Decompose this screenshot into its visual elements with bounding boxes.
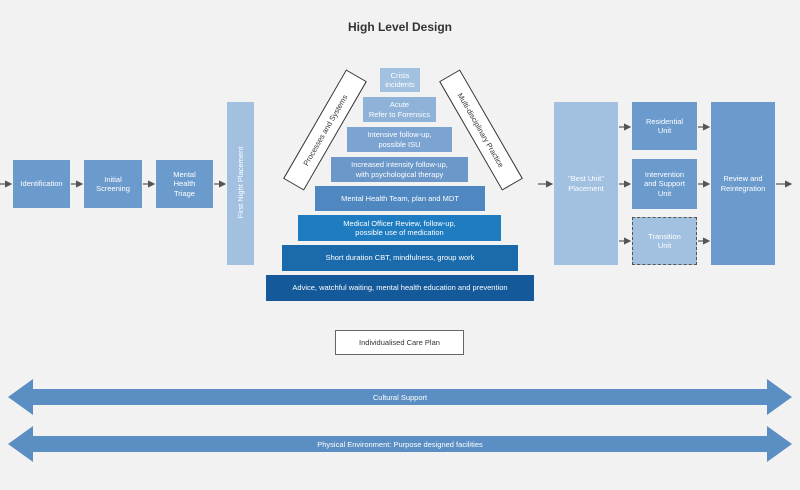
mental-health-triage-box: Mental Health Triage [156,160,213,208]
pyramid-level-short-duration: Short duration CBT, mindfulness, group w… [282,245,518,271]
cultural-support-band-shape [8,379,792,415]
pyramid-level-acute: Acute Refer to Forensics [363,97,436,122]
first-night-placement-label: First Night Placement [236,146,245,219]
first-night-placement-box: First Night Placement [227,102,254,265]
pyramid-level-increased: Increased intensity follow-up, with psyc… [331,157,468,182]
physical-environment-band-shape [8,426,792,462]
intervention-support-unit-box: Intervention and Support Unit [632,159,697,209]
review-reintegration-box: Review and Reintegration [711,102,775,265]
physical-environment-label: Physical Environment: Purpose designed f… [317,440,483,449]
pyramid-level-advice: Advice, watchful waiting, mental health … [266,275,534,301]
diagram-title: High Level Design [347,20,453,34]
transition-unit-box: Transition Unit [632,217,697,265]
best-unit-placement-box: "Best Unit" Placement [554,102,618,265]
residential-unit-box: Residential Unit [632,102,697,150]
initial-screening-box: Initial Screening [84,160,142,208]
pyramid-level-intensive: Intensive follow-up, possible ISU [347,127,452,152]
cultural-support-label: Cultural Support [372,393,428,402]
pyramid-level-crisis: Crisis incidents [380,68,420,92]
identification-box: Identification [13,160,70,208]
individualised-care-plan-box: Individualised Care Plan [335,330,464,355]
pyramid-level-mht: Mental Health Team, plan and MDT [315,186,485,211]
pyramid-level-medical-officer: Medical Officer Review, follow-up, possi… [298,215,501,241]
